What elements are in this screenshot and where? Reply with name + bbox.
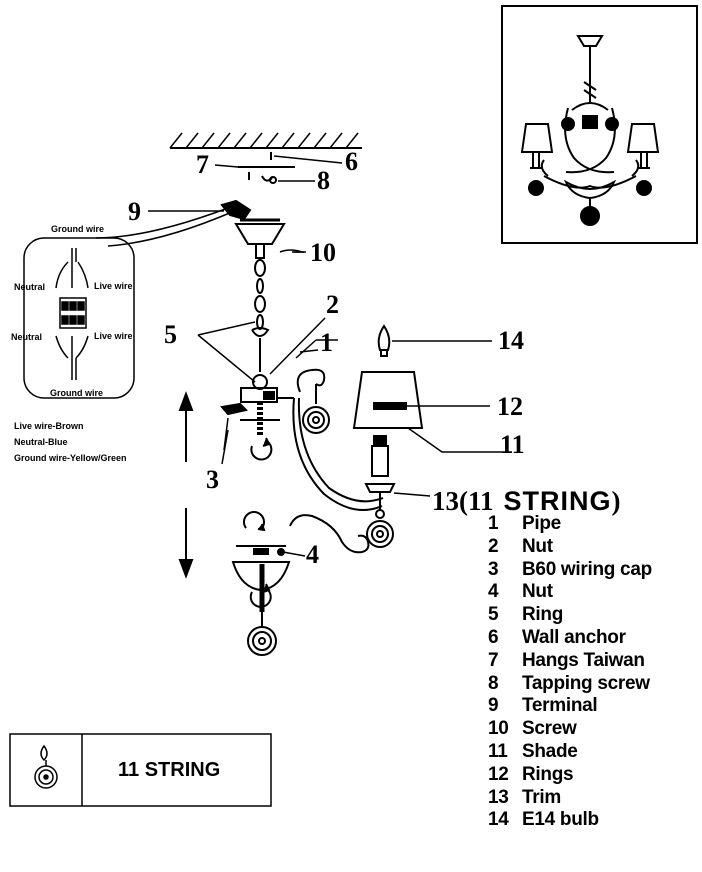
part-name: E14 bulb [522,809,599,831]
part-number: 14 [488,809,509,831]
wiring-neutral-top-label: Neutral [14,282,46,292]
part-name: Terminal [522,695,598,717]
part-name: B60 wiring cap [522,558,652,580]
callout-6: 6 [345,147,358,176]
wiring-ground-bottom-label: Ground wire [50,388,104,398]
part-number: 9 [488,695,499,717]
callout-4: 4 [306,540,319,569]
part-number: 6 [488,626,499,648]
part-name: Shade [522,740,578,762]
part-row: 11 Shade [488,741,702,764]
part-number: 12 [488,763,509,785]
part-number: 10 [488,718,509,740]
legend-live: Live wire-Brown [14,421,84,431]
part-row: 9 Terminal [488,695,702,718]
callout-13: 13 [432,486,459,516]
part-name: Screw [522,718,577,740]
wiring-live-top-label: Live wire [94,281,133,291]
string-word: STRING [503,486,612,516]
callout-1: 1 [320,328,333,357]
string-count-open: (11 [459,486,494,516]
part-name: Ring [522,604,564,626]
part-row: 14 E14 bulb [488,809,702,832]
shade [352,371,512,453]
callout-11: 11 [500,430,525,459]
callout-12: 12 [497,392,523,421]
part-number: 1 [488,513,499,534]
callout-10: 10 [310,238,336,267]
callout-9: 9 [128,197,141,226]
thumbnail-preview [501,5,698,244]
part-row: 6 Wall anchor [488,627,702,650]
string-box-label: 11 STRING [118,759,221,781]
legend-ground: Ground wire-Yellow/Green [14,453,127,463]
terminal-block [59,297,87,329]
part-name: Trim [522,786,561,808]
callout-2: 2 [326,290,339,319]
canopy [234,218,306,259]
part-number: 4 [488,581,499,603]
part-row: 3 B60 wiring cap [488,559,702,582]
part-row: 7 Hangs Taiwan [488,650,702,673]
part-name: Wall anchor [522,626,626,648]
part-name: Nut [522,535,553,557]
direction-arrows [178,391,194,579]
part-row: 8 Tapping screw [488,673,702,696]
part-row: 1 Pipe [488,513,702,536]
candle-socket [364,435,396,510]
part-row: 12 Rings [488,764,702,787]
part-number: 3 [488,558,499,580]
part-row: 10 Screw [488,718,702,741]
socket-drop [366,509,394,548]
wiring-diagram [23,237,135,399]
part-number: 5 [488,604,499,626]
string-count-close: ) [611,486,621,516]
part-name: Rings [522,763,574,785]
part-name: Nut [522,581,553,603]
string-count-header: 13(11 STRING) [432,486,621,517]
part-number: 2 [488,535,499,557]
part-number: 13 [488,786,509,808]
callout-14: 14 [498,326,524,355]
legend-neutral: Neutral-Blue [14,437,68,447]
callout-7: 7 [196,150,209,179]
callout-8: 8 [317,166,330,195]
string-box [9,733,272,807]
part-number: 7 [488,649,499,671]
arm-drop [302,384,330,434]
bottom-bowl [231,511,291,656]
wire-color-legend: Live wire-Brown Neutral-Blue Ground wire… [14,421,127,463]
wiring-neutral-bottom-label: Neutral [11,332,43,342]
body-hub [220,374,280,461]
string-box-drop-icon [34,744,58,789]
part-number: 8 [488,672,499,694]
part-name: Hangs Taiwan [522,649,645,671]
part-row: 5 Ring [488,604,702,627]
bulb [377,324,492,357]
ceiling [169,132,362,149]
wiring-live-bottom-label: Live wire [94,331,133,341]
part-name: Pipe [522,513,561,534]
callout-5: 5 [164,320,177,349]
part-name: Tapping screw [522,672,650,694]
part-number: 11 [488,740,508,762]
chain [251,259,270,372]
mounting-bracket [238,152,295,184]
arm-pipe [278,339,384,511]
part-row: 2 Nut [488,536,702,559]
part-row: 4 Nut [488,581,702,604]
callout-3: 3 [206,465,219,494]
terminal [95,199,252,247]
part-row: 13 Trim [488,787,702,810]
scroll-arm [289,514,370,554]
wiring-ground-top-label: Ground wire [51,224,105,234]
